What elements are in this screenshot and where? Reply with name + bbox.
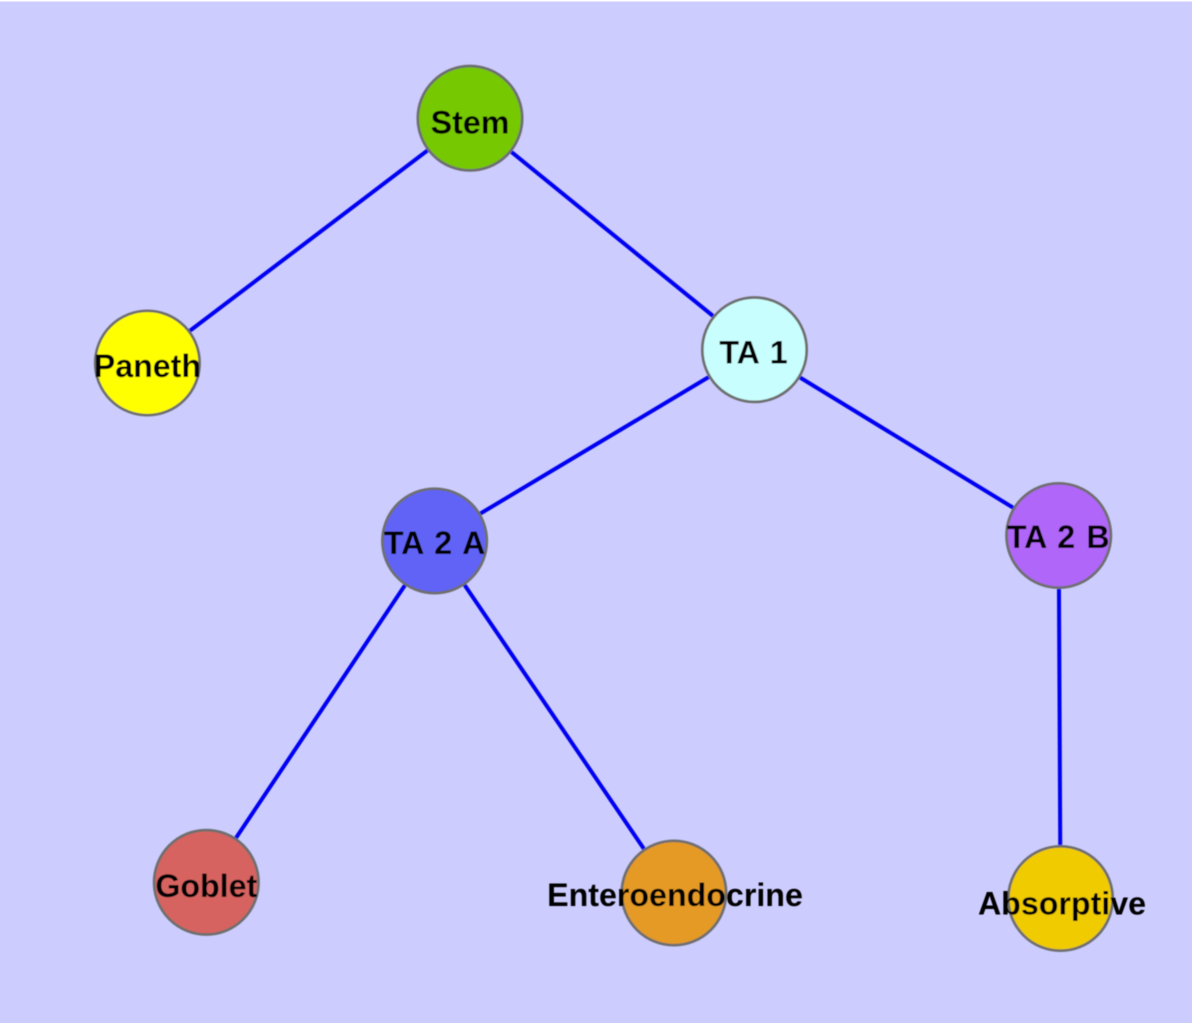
svg-text:Paneth: Paneth xyxy=(94,348,201,384)
svg-text:TA 1: TA 1 xyxy=(719,335,787,371)
svg-text:Enteroendocrine: Enteroendocrine xyxy=(547,877,803,913)
svg-text:Goblet: Goblet xyxy=(155,868,257,904)
svg-text:TA 2 A: TA 2 A xyxy=(384,525,486,561)
svg-text:TA 2 B: TA 2 B xyxy=(1007,519,1110,555)
svg-text:Stem: Stem xyxy=(431,105,510,141)
svg-text:Absorptive: Absorptive xyxy=(978,886,1146,922)
